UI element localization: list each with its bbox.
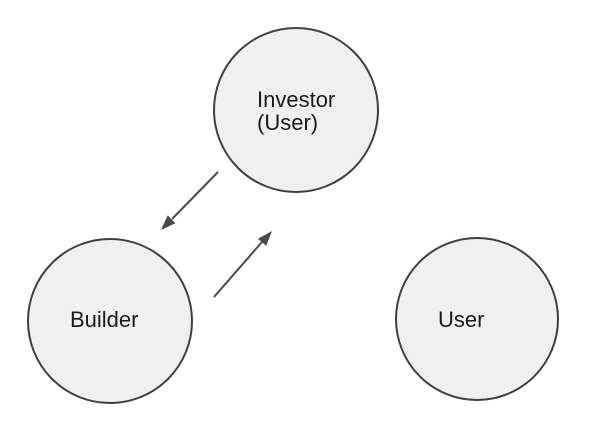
node-user-circle	[395, 237, 559, 401]
node-investor-label-line2: (User)	[257, 110, 318, 135]
arrowhead-down-left-icon	[161, 215, 176, 230]
node-builder-label: Builder	[70, 307, 138, 332]
node-builder-circle	[27, 238, 193, 404]
node-user-label: User	[438, 307, 484, 332]
arrowhead-up-right-icon	[258, 231, 272, 246]
node-investor: Investor (User)	[213, 27, 379, 193]
arrow-builder-to-investor	[213, 231, 272, 298]
node-builder: Builder	[27, 238, 193, 404]
arrow-builder-to-investor-line	[213, 241, 263, 298]
node-user: User	[395, 237, 559, 401]
arrow-investor-to-builder	[161, 171, 219, 230]
node-investor-circle	[213, 27, 379, 193]
node-investor-label-line1: Investor	[257, 87, 335, 112]
arrow-investor-to-builder-line	[171, 171, 219, 220]
